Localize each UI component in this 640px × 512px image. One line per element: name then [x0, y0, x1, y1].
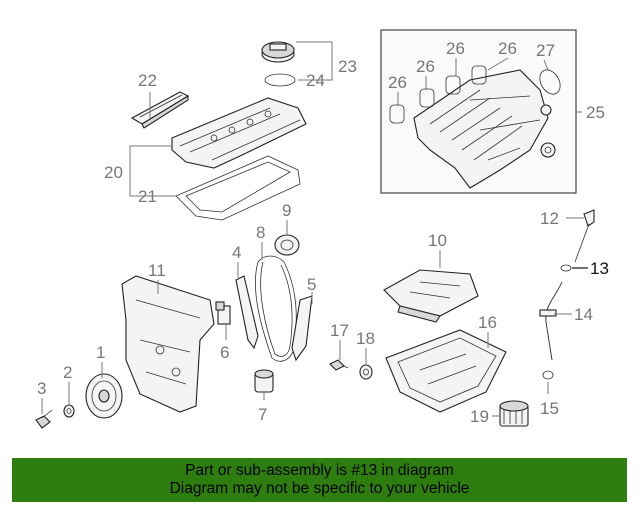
part-5-chain-guide[interactable] [291, 295, 313, 362]
callout-21: 21 [138, 187, 157, 206]
part-11-timing-cover[interactable] [121, 275, 215, 413]
part-7-crankshaft-sprocket[interactable] [254, 369, 274, 393]
callout-13: 13 [590, 259, 609, 278]
part-26-intake-gaskets[interactable] [389, 65, 487, 124]
callout-15: 15 [540, 399, 559, 418]
part-3-pulley-bolt[interactable] [35, 409, 53, 429]
callout-17: 17 [330, 321, 349, 340]
part-8-timing-chain[interactable] [255, 255, 297, 362]
part-21-valve-cover-gasket[interactable] [175, 155, 301, 221]
callout-labels: 1 2 3 4 5 6 7 8 9 10 11 12 13 14 15 16 1… [37, 39, 609, 426]
callout-26-a: 26 [388, 73, 407, 92]
part-4-timing-guide[interactable] [235, 275, 259, 350]
callout-14: 14 [574, 305, 593, 324]
callout-24: 24 [306, 71, 325, 90]
callout-10: 10 [428, 231, 447, 250]
callout-23: 23 [338, 57, 357, 76]
part-19-oil-filter[interactable] [499, 400, 529, 427]
callout-5: 5 [307, 275, 316, 294]
part-27-throttle-gasket[interactable] [536, 66, 565, 98]
part-2-washer[interactable] [63, 404, 75, 418]
part-20-valve-cover[interactable] [171, 97, 307, 169]
part-25-intake-manifold[interactable] [413, 69, 556, 189]
part-17-drain-plug[interactable] [329, 359, 349, 371]
callout-9: 9 [282, 201, 291, 220]
callout-26-d: 26 [498, 39, 517, 58]
part-1-crankshaft-pulley[interactable] [85, 373, 123, 419]
leader-lines [41, 41, 588, 417]
fitment-notice-banner: Part or sub-assembly is #13 in diagram D… [12, 458, 627, 502]
engine-parts-diagram: 1 2 3 4 5 6 7 8 9 10 11 12 13 14 15 16 1… [35, 29, 609, 429]
part-6-timing-tensioner[interactable] [215, 301, 231, 325]
callout-7: 7 [258, 405, 267, 424]
callout-2: 2 [63, 363, 72, 382]
callout-22: 22 [138, 71, 157, 90]
callout-26-b: 26 [416, 57, 435, 76]
callout-6: 6 [220, 343, 229, 362]
callout-16: 16 [478, 313, 497, 332]
part-24-oil-filler-o-ring[interactable] [264, 73, 296, 87]
part-22-engine-cover[interactable] [130, 91, 190, 129]
callout-20: 20 [104, 163, 123, 182]
banner-line-2: Diagram may not be specific to your vehi… [169, 480, 470, 497]
part-23-oil-filler-cap[interactable] [261, 41, 295, 63]
callout-18: 18 [356, 329, 375, 348]
callout-25: 25 [586, 103, 605, 122]
callout-26-c: 26 [446, 39, 465, 58]
part-10-oil-pump[interactable] [383, 269, 479, 323]
part-15-tube-o-ring[interactable] [542, 370, 554, 380]
part-18-drain-gasket[interactable] [359, 364, 373, 380]
callout-1: 1 [96, 343, 105, 362]
banner-line-1: Part or sub-assembly is #13 in diagram [185, 462, 454, 479]
callout-19: 19 [470, 407, 489, 426]
part-9-camshaft-sprocket[interactable] [274, 234, 300, 256]
part-14-dipstick-tube[interactable] [539, 281, 563, 361]
callout-12: 12 [540, 209, 559, 228]
part-16-oil-pan[interactable] [385, 329, 507, 413]
callout-4: 4 [232, 243, 241, 262]
callout-8: 8 [256, 223, 265, 242]
callout-11: 11 [148, 261, 166, 280]
callout-27: 27 [536, 41, 555, 60]
part-12-oil-dipstick[interactable] [574, 209, 595, 263]
part-13-dipstick-o-ring[interactable] [560, 264, 572, 272]
callout-3: 3 [37, 379, 46, 398]
